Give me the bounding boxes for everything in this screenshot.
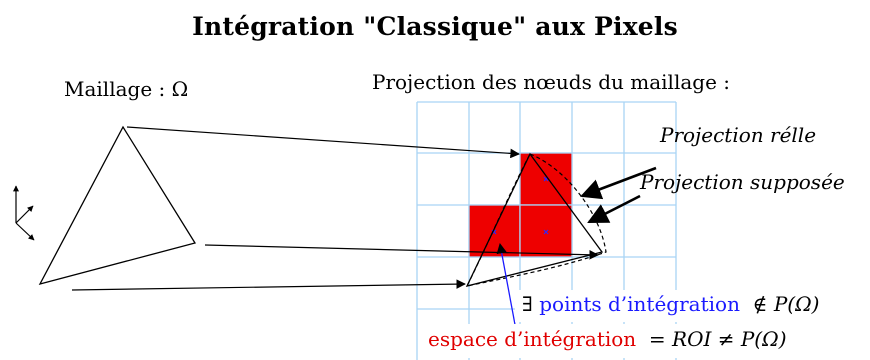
node-mapping-arrows <box>71 126 599 291</box>
integration-points-text: points d’intégration <box>539 292 740 316</box>
integration-space-label: espace d’intégration = ROI ≠ P(Ω) <box>428 327 787 351</box>
mesh-label: Maillage : Ω <box>64 77 189 101</box>
integration-pixels <box>468 152 573 258</box>
integration-space-suffix: = ROI ≠ P(Ω) <box>648 327 787 351</box>
real-projection-label: Projection rélle <box>660 123 817 147</box>
mesh-triangle <box>38 125 197 286</box>
integration-space-text: espace d’intégration <box>428 327 637 351</box>
diagram-title: Intégration "Classique" aux Pixels <box>192 12 678 41</box>
real-projection-arrow <box>580 166 657 200</box>
integration-point-arrow <box>496 242 517 331</box>
exists-symbol: ∃ <box>522 292 540 316</box>
axes-icon <box>13 185 35 241</box>
pixel-bottom-right <box>519 204 573 258</box>
assumed-projection-arrow <box>587 194 641 224</box>
label-backing-space <box>424 324 870 358</box>
integration-points-suffix: ∉ P(Ω) <box>752 292 820 316</box>
integration-points-label: ∃ points d’intégration ∉ P(Ω) <box>522 292 819 316</box>
label-backing-points <box>515 290 870 322</box>
real-projection-curve <box>465 153 607 287</box>
assumed-projection-label: Projection supposée <box>640 170 845 194</box>
projection-heading: Projection des nœuds du maillage : <box>372 70 731 94</box>
